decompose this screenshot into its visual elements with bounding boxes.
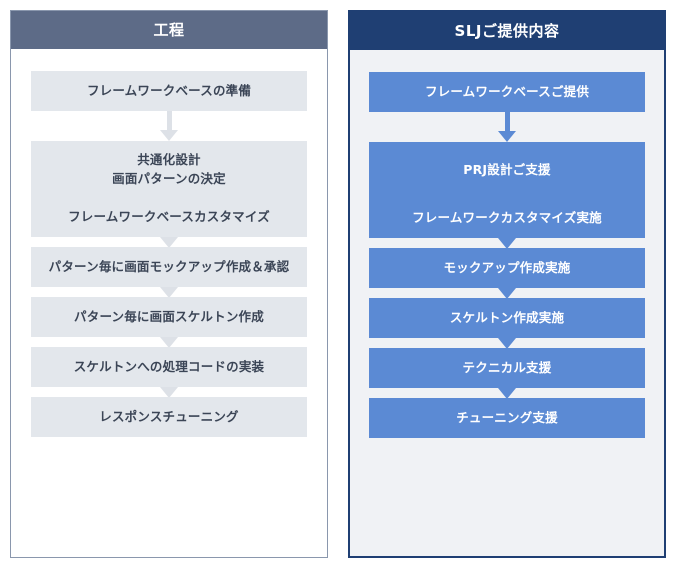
process-step-3: フレームワークベースカスタマイズ — [31, 197, 307, 237]
arrow-head-down-icon — [160, 337, 178, 348]
offering-arrow-1-to-2 — [496, 112, 518, 142]
arrow-head-down-icon — [498, 338, 516, 349]
process-column-header: 工程 — [11, 11, 327, 49]
offering-step-1-label: フレームワークベースご提供 — [424, 84, 590, 100]
arrow-shaft — [504, 112, 510, 131]
arrow-head-down-icon — [160, 130, 178, 141]
process-step-2-line-2: 画面パターンの決定 — [112, 171, 226, 186]
process-step-6-label: スケルトンへの処理コードの実装 — [73, 359, 265, 375]
arrow-head-down-icon — [498, 288, 516, 299]
process-step-4-label: パターン毎に画面モックアップ作成＆承認 — [48, 259, 290, 275]
offering-step-1: フレームワークベースご提供 — [369, 72, 645, 112]
arrow-head-down-icon — [160, 237, 178, 248]
arrow-head-down-icon — [498, 388, 516, 399]
offering-step-7: チューニング支援 — [369, 398, 645, 438]
offering-step-7-label: チューニング支援 — [456, 410, 558, 426]
process-arrow-6-to-7 — [158, 387, 180, 398]
offering-step-6-label: テクニカル支援 — [462, 360, 552, 376]
offering-step-6: テクニカル支援 — [369, 348, 645, 388]
process-step-5: パターン毎に画面スケルトン作成 — [31, 297, 307, 337]
process-step-7-label: レスポンスチューニング — [99, 409, 239, 425]
process-arrow-5-to-6 — [158, 337, 180, 348]
arrow-head-down-icon — [498, 131, 516, 142]
process-column-body: フレームワークベースの準備 共通化設計 画面パターンの決定 フレームワークベース… — [11, 49, 327, 557]
slj-offering-column-panel: SLJご提供内容 フレームワークベースご提供 PRJ設計ご支援 フレームワークカ… — [348, 10, 666, 558]
process-step-7: レスポンスチューニング — [31, 397, 307, 437]
offering-step-5: スケルトン作成実施 — [369, 298, 645, 338]
arrow-head-down-icon — [498, 238, 516, 249]
process-step-6: スケルトンへの処理コードの実装 — [31, 347, 307, 387]
offering-step-4: モックアップ作成実施 — [369, 248, 645, 288]
offering-step-3-label: フレームワークカスタマイズ実施 — [412, 210, 602, 226]
process-step-2: 共通化設計 画面パターンの決定 — [31, 141, 307, 197]
offering-arrow-6-to-7 — [496, 388, 518, 399]
offering-arrow-5-to-6 — [496, 338, 518, 349]
process-step-5-label: パターン毎に画面スケルトン作成 — [74, 309, 264, 325]
offering-step-2-label: PRJ設計ご支援 — [463, 162, 551, 178]
process-arrow-3-to-4 — [158, 237, 180, 248]
offering-step-4-label: モックアップ作成実施 — [443, 260, 571, 276]
process-step-4: パターン毎に画面モックアップ作成＆承認 — [31, 247, 307, 287]
process-step-1: フレームワークベースの準備 — [31, 71, 307, 111]
offering-arrow-3-to-4 — [496, 238, 518, 249]
process-step-2-label: 共通化設計 画面パターンの決定 — [112, 150, 226, 189]
process-arrow-4-to-5 — [158, 287, 180, 298]
slj-offering-column-body: フレームワークベースご提供 PRJ設計ご支援 フレームワークカスタマイズ実施 — [350, 50, 664, 556]
arrow-shaft — [166, 111, 172, 130]
offering-step-3: フレームワークカスタマイズ実施 — [369, 198, 645, 238]
process-step-2-line-1: 共通化設計 — [137, 151, 201, 167]
offering-step-2: PRJ設計ご支援 — [369, 142, 645, 198]
offering-step-5-label: スケルトン作成実施 — [449, 310, 565, 326]
process-step-1-label: フレームワークベースの準備 — [86, 83, 252, 99]
arrow-head-down-icon — [160, 387, 178, 398]
offering-arrow-4-to-5 — [496, 288, 518, 299]
process-column-panel: 工程 フレームワークベースの準備 共通化設計 画面パターンの決定 フレームワー — [10, 10, 328, 558]
process-step-3-label: フレームワークベースカスタマイズ — [68, 209, 270, 225]
process-arrow-1-to-2 — [158, 111, 180, 141]
arrow-head-down-icon — [160, 287, 178, 298]
slj-offering-column-header: SLJご提供内容 — [350, 12, 664, 50]
